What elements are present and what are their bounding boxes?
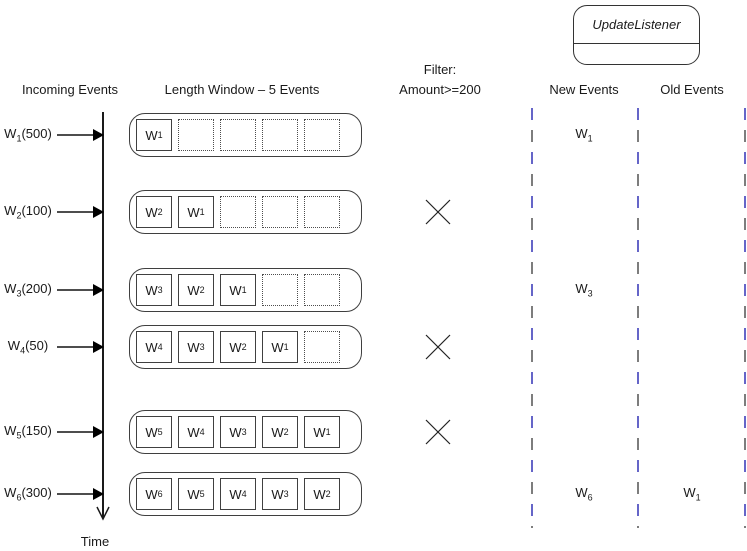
header-new-events: New Events <box>549 82 619 97</box>
window-slot-empty <box>304 196 340 228</box>
filter-reject-x-icon <box>423 197 453 227</box>
old-event-label: W1 <box>683 485 701 503</box>
update-listener-box: UpdateListener <box>573 5 700 65</box>
window-slot-empty <box>220 119 256 151</box>
header-length-window: Length Window – 5 Events <box>164 82 320 97</box>
incoming-event-label: W5(150) <box>4 423 52 441</box>
event-arrow-icon <box>93 129 104 141</box>
header-old-events: Old Events <box>660 82 724 97</box>
new-event-label: W6 <box>575 485 593 503</box>
window-slot-empty <box>304 274 340 306</box>
header-filter-line1: Filter: <box>423 62 457 77</box>
incoming-event-label: W3(200) <box>4 281 52 299</box>
incoming-event-label: W1(500) <box>4 126 52 144</box>
column-divider-dashed-line <box>637 108 639 528</box>
filter-reject-x-icon <box>423 417 453 447</box>
time-axis-label: Time <box>80 534 110 549</box>
event-arrow-icon <box>93 341 104 353</box>
column-divider-dashed-line <box>531 108 533 528</box>
incoming-event-label: W6(300) <box>4 485 52 503</box>
window-slot-empty <box>262 196 298 228</box>
update-listener-title: UpdateListener <box>592 17 681 32</box>
header-filter-line2: Amount>=200 <box>399 82 481 97</box>
window-slot-empty <box>262 274 298 306</box>
new-event-label: W1 <box>575 126 593 144</box>
event-arrow-shaft <box>57 134 94 136</box>
event-arrow-shaft <box>57 346 94 348</box>
event-arrow-shaft <box>57 493 94 495</box>
event-arrow-shaft <box>57 289 94 291</box>
timeline-axis <box>102 112 104 518</box>
event-arrow-icon <box>93 488 104 500</box>
incoming-event-label: W2(100) <box>4 203 52 221</box>
listener-divider <box>574 43 699 44</box>
window-slot-empty <box>262 119 298 151</box>
window-slot-empty <box>178 119 214 151</box>
event-arrow-icon <box>93 284 104 296</box>
incoming-event-label: W4(50) <box>7 338 49 356</box>
column-divider-dashed-line <box>744 108 746 528</box>
window-slot-empty <box>304 331 340 363</box>
filter-reject-x-icon <box>423 332 453 362</box>
new-event-label: W3 <box>575 281 593 299</box>
header-filter: Filter: Amount>=200 <box>388 60 492 100</box>
event-arrow-icon <box>93 206 104 218</box>
header-incoming-events: Incoming Events <box>21 82 119 97</box>
event-arrow-shaft <box>57 211 94 213</box>
event-arrow-icon <box>93 426 104 438</box>
window-slot-empty <box>220 196 256 228</box>
window-slot-empty <box>304 119 340 151</box>
event-arrow-shaft <box>57 431 94 433</box>
timeline-arrowhead-icon <box>96 506 110 521</box>
